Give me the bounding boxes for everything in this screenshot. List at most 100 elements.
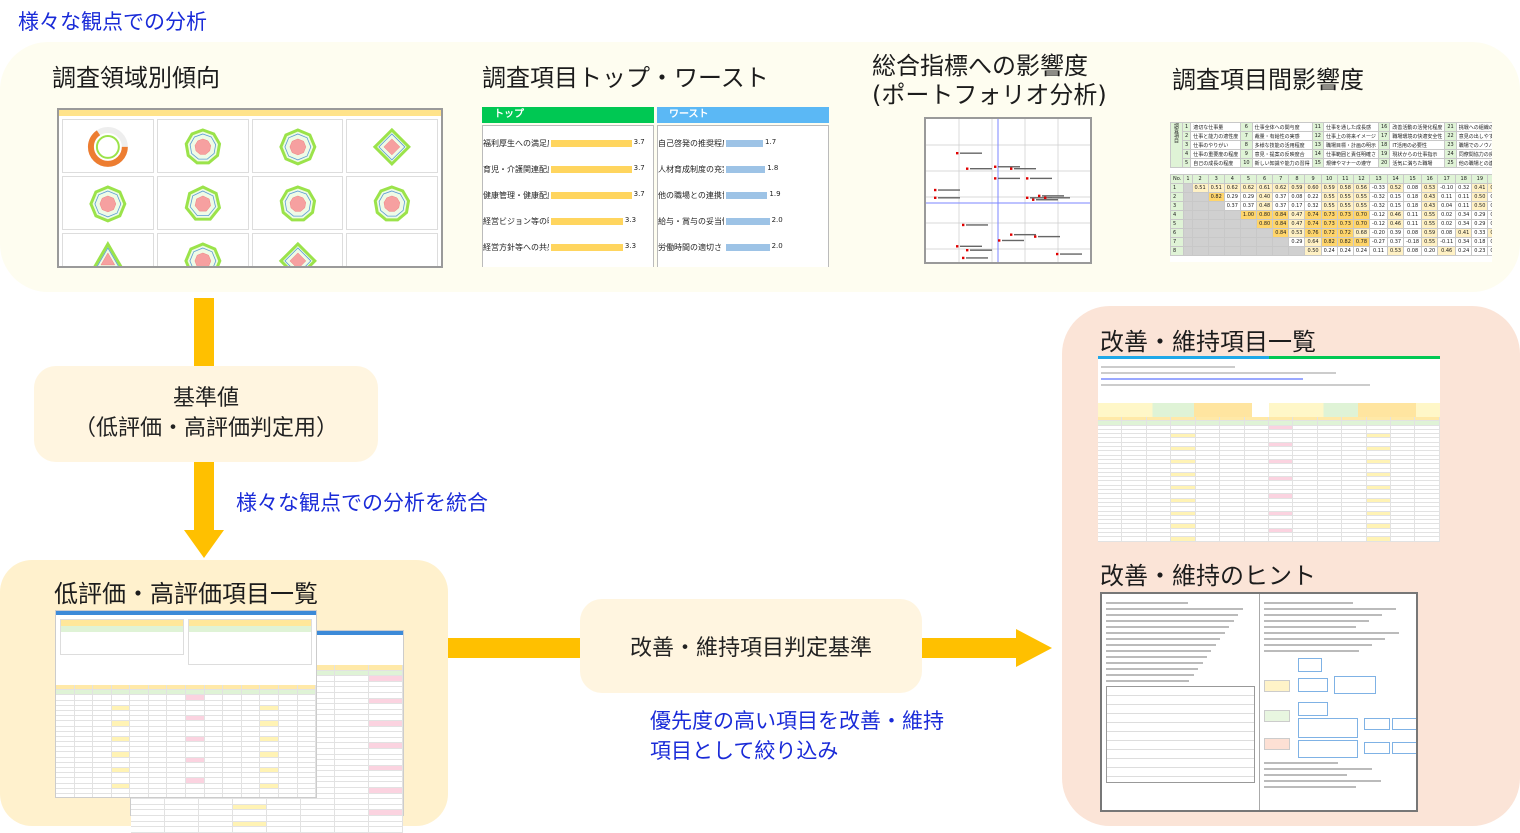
- matrix-col-header: 19: [1471, 174, 1489, 184]
- matrix-cell: 0.38: [1487, 210, 1492, 220]
- matrix-cell: 0.08: [1403, 228, 1423, 238]
- matrix-col-header: 18: [1455, 174, 1473, 184]
- matrix-cell: -0.33: [1369, 183, 1388, 193]
- survey-item-label: 自己の成長の程度: [1190, 158, 1242, 168]
- criteria-subtitle: （低評価・高評価判定用）: [73, 416, 338, 441]
- improvement-hint-thumbnail: [1100, 592, 1418, 812]
- matrix-cell: [1223, 219, 1241, 229]
- matrix-col-header: 7: [1272, 174, 1290, 184]
- matrix-cell: 0.55: [1421, 219, 1439, 229]
- radar-chart: [251, 119, 344, 173]
- matrix-cell: [1256, 246, 1274, 256]
- radar-chart: [251, 175, 344, 230]
- matrix-cell: [1191, 228, 1209, 238]
- matrix-cell: 0.47: [1288, 210, 1306, 220]
- worst-bar-label: 給与・賞与の妥当性: [658, 216, 724, 226]
- matrix-cell: [1183, 201, 1193, 211]
- top-bar: [551, 244, 623, 251]
- matrix-cell: 0.58: [1336, 183, 1354, 193]
- matrix-cell: 0.02: [1437, 210, 1457, 220]
- top-bar-row: 会社動向への関心3.3: [483, 260, 653, 267]
- matrix-cell: 0.55: [1421, 237, 1439, 247]
- survey-item-number: 12: [1311, 131, 1324, 141]
- matrix-cell: [1256, 228, 1274, 238]
- matrix-col-header: 20: [1487, 174, 1492, 184]
- matrix-cell: 0.29: [1471, 210, 1489, 220]
- matrix-cell: 0.29: [1223, 192, 1241, 202]
- survey-item-label: 新しい知識や能力の習得: [1251, 158, 1313, 168]
- narrow-label-line2: 項目として絞り込み: [650, 739, 839, 763]
- matrix-cell: 0.34: [1455, 219, 1473, 229]
- matrix-cell: 0.73: [1320, 219, 1338, 229]
- worst-header: ワースト: [657, 107, 829, 123]
- matrix-cell: 0.62: [1223, 183, 1241, 193]
- matrix-cell: 0.24: [1320, 246, 1338, 256]
- matrix-cell: [1191, 192, 1209, 202]
- matrix-cell: 0.08: [1403, 246, 1423, 256]
- top-bar-label: 福利厚生への満足度: [483, 138, 549, 148]
- matrix-cell: [1223, 237, 1241, 247]
- matrix-cell: [1223, 246, 1241, 256]
- radar-chart: [62, 232, 154, 266]
- matrix-cell: [1207, 246, 1225, 256]
- matrix-cell: 0.41: [1487, 228, 1492, 238]
- matrix-cell: 0.18: [1403, 192, 1423, 202]
- matrix-cell: [1256, 237, 1274, 247]
- matrix-cell: 0.47: [1288, 219, 1306, 229]
- worst-bar-label: 自己啓発の推奨程度: [658, 138, 724, 148]
- portfolio-title-line2: (ポートフォリオ分析): [872, 81, 1107, 109]
- worst-bar-value: 2.0: [771, 242, 783, 250]
- matrix-cell: -0.32: [1369, 192, 1388, 202]
- matrix-cell: 0.15: [1386, 192, 1405, 202]
- matrix-cell: 0.46: [1386, 219, 1405, 229]
- matrix-cell: [1272, 237, 1290, 247]
- matrix-cell: 0.29: [1288, 237, 1306, 247]
- matrix-cell: -0.12: [1369, 210, 1388, 220]
- matrix-cell: 0.53: [1288, 228, 1306, 238]
- matrix-cell: 0.76: [1304, 228, 1322, 238]
- matrix-cell: 0.55: [1336, 201, 1354, 211]
- survey-item-label: 同僚間協力の良否: [1455, 149, 1492, 159]
- matrix-cell: 0.34: [1455, 237, 1473, 247]
- matrix-cell: -0.32: [1369, 201, 1388, 211]
- survey-item-label: 職場でのノウハウ共有: [1455, 140, 1492, 150]
- matrix-col-header: 17: [1437, 174, 1457, 184]
- survey-item-side-label: 調査項目: [1170, 122, 1183, 168]
- survey-item-number: 20: [1377, 158, 1391, 168]
- matrix-cell: 0.11: [1369, 246, 1388, 256]
- radar-chart: [62, 175, 154, 230]
- matrix-row-header: 2: [1170, 192, 1185, 202]
- matrix-col-header: 14: [1386, 174, 1405, 184]
- matrix-cell: 0.82: [1207, 192, 1225, 202]
- survey-item-number: 6: [1240, 122, 1253, 132]
- portfolio-scatter: [926, 119, 1090, 262]
- matrix-cell: 0.47: [1487, 183, 1492, 193]
- matrix-col-header: 5: [1239, 174, 1258, 184]
- worst-bar: [726, 166, 766, 173]
- matrix-cell: 0.34: [1455, 210, 1473, 220]
- low-high-sheet-front: [55, 610, 317, 798]
- survey-item-number: 9: [1240, 149, 1253, 159]
- matrix-cell: [1288, 246, 1306, 256]
- matrix-cell: 0.62: [1272, 183, 1290, 193]
- survey-item-label: 現状からの仕事指示: [1389, 149, 1446, 159]
- matrix-cell: 0.11: [1455, 192, 1473, 202]
- matrix-cell: 0.72: [1336, 228, 1354, 238]
- matrix-col-header: 3: [1207, 174, 1225, 184]
- matrix-cell: 0.62: [1239, 183, 1258, 193]
- top-bar: [551, 140, 632, 147]
- survey-item-number: 24: [1444, 149, 1457, 159]
- matrix-cell: -0.27: [1369, 237, 1388, 247]
- matrix-cell: 0.24: [1336, 246, 1354, 256]
- worst-bar-row: 希望等に配慮した配置2.0: [658, 260, 828, 267]
- matrix-cell: 0.55: [1421, 210, 1439, 220]
- matrix-cell: 0.24: [1352, 246, 1371, 256]
- matrix-cell: [1223, 210, 1241, 220]
